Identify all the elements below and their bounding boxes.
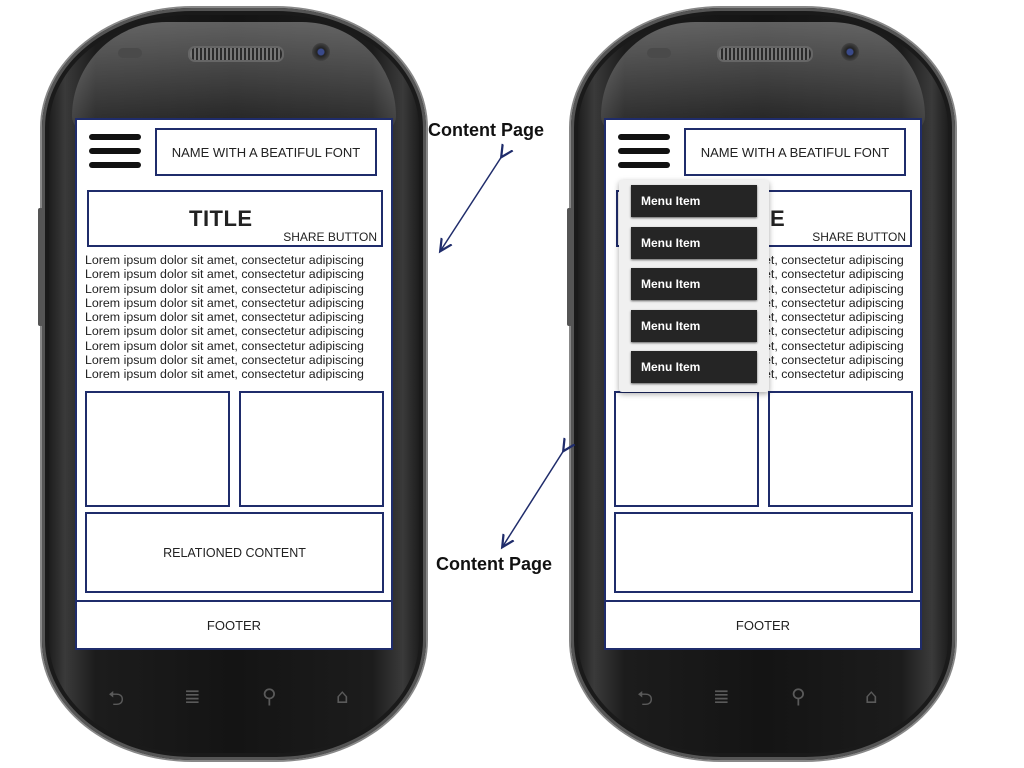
- menu-item[interactable]: Menu Item: [631, 185, 757, 217]
- footer: FOOTER: [77, 600, 391, 648]
- back-icon[interactable]: ⮌: [637, 686, 654, 710]
- page-title: TITLE: [189, 206, 253, 231]
- arrow-bottom: [503, 450, 564, 546]
- image-placeholder-right[interactable]: [768, 391, 913, 507]
- app-name-box: NAME WITH A BEATIFUL FONT: [684, 128, 906, 176]
- body-text-line: Lorem ipsum dolor sit amet, consectetur …: [85, 281, 364, 296]
- body-text-line: Lorem ipsum dolor sit amet, consectetur …: [85, 338, 364, 353]
- body-text-line: et, consectetur adipiscing: [764, 281, 904, 296]
- volume-key[interactable]: [567, 208, 572, 326]
- home-icon[interactable]: ⌂: [865, 684, 878, 708]
- menu-icon[interactable]: ≣: [184, 684, 201, 708]
- phone-gloss: [72, 22, 396, 132]
- body-text-line: et, consectetur adipiscing: [764, 353, 904, 368]
- phone-nav-bar: ⮌ ≣ ⚲ ⌂: [42, 684, 426, 710]
- related-content-box[interactable]: [614, 512, 913, 593]
- image-placeholder-right[interactable]: [239, 391, 384, 507]
- body-text-line: Lorem ipsum dolor sit amet, consectetur …: [85, 353, 364, 368]
- image-placeholder-left[interactable]: [614, 391, 759, 507]
- app-name-box: NAME WITH A BEATIFUL FONT: [155, 128, 377, 176]
- body-text: et, consectetur adipiscing et, consectet…: [764, 253, 914, 382]
- dropdown-menu: Menu Item Menu Item Menu Item Menu Item …: [619, 180, 769, 392]
- page-title: E: [770, 206, 786, 231]
- hamburger-icon[interactable]: [89, 134, 141, 174]
- phone-gloss: [601, 22, 925, 132]
- related-content-box[interactable]: RELATIONED CONTENT: [85, 512, 384, 593]
- body-text-line: Lorem ipsum dolor sit amet, consectetur …: [85, 367, 364, 382]
- body-text-line: et, consectetur adipiscing: [764, 310, 904, 325]
- arrow-top: [441, 156, 502, 250]
- right-phone: NAME WITH A BEATIFUL FONT E SHARE BUTTON…: [567, 8, 955, 760]
- body-text-line: et, consectetur adipiscing: [764, 324, 904, 339]
- annotation-bottom-label: Content Page: [436, 554, 553, 574]
- body-text-line: Lorem ipsum dolor sit amet, consectetur …: [85, 295, 364, 310]
- front-camera-icon: [841, 43, 859, 61]
- content-page-screen: NAME WITH A BEATIFUL FONT TITLE SHARE BU…: [75, 118, 393, 650]
- front-camera-icon: [312, 43, 330, 61]
- menu-item[interactable]: Menu Item: [631, 310, 757, 342]
- body-text-line: et, consectetur adipiscing: [764, 295, 904, 310]
- volume-key[interactable]: [38, 208, 43, 326]
- proximity-sensor: [118, 48, 142, 58]
- earpiece-speaker: [717, 46, 813, 62]
- search-icon[interactable]: ⚲: [791, 684, 806, 708]
- home-icon[interactable]: ⌂: [336, 684, 349, 708]
- body-text-line: Lorem ipsum dolor sit amet, consectetur …: [85, 253, 364, 267]
- left-phone: NAME WITH A BEATIFUL FONT TITLE SHARE BU…: [38, 8, 426, 760]
- back-icon[interactable]: ⮌: [108, 686, 125, 710]
- content-page-screen-menu-open: NAME WITH A BEATIFUL FONT E SHARE BUTTON…: [604, 118, 922, 650]
- body-text-line: et, consectetur adipiscing: [764, 367, 904, 382]
- earpiece-speaker: [188, 46, 284, 62]
- share-button[interactable]: SHARE BUTTON: [283, 230, 377, 244]
- hamburger-icon[interactable]: [618, 134, 670, 174]
- body-text-line: Lorem ipsum dolor sit amet, consectetur …: [85, 267, 364, 282]
- menu-item[interactable]: Menu Item: [631, 227, 757, 259]
- body-text: Lorem ipsum dolor sit amet, consectetur …: [85, 253, 385, 382]
- phone-nav-bar: ⮌ ≣ ⚲ ⌂: [571, 684, 955, 710]
- footer: FOOTER: [606, 600, 920, 648]
- body-text-line: Lorem ipsum dolor sit amet, consectetur …: [85, 310, 364, 325]
- body-text-line: et, consectetur adipiscing: [764, 267, 904, 282]
- proximity-sensor: [647, 48, 671, 58]
- body-text-line: et, consectetur adipiscing: [764, 338, 904, 353]
- search-icon[interactable]: ⚲: [262, 684, 277, 708]
- body-text-line: et, consectetur adipiscing: [764, 253, 904, 267]
- menu-icon[interactable]: ≣: [713, 684, 730, 708]
- share-button[interactable]: SHARE BUTTON: [812, 230, 906, 244]
- body-text-line: Lorem ipsum dolor sit amet, consectetur …: [85, 324, 364, 339]
- menu-item[interactable]: Menu Item: [631, 268, 757, 300]
- annotation-top-label: Content Page: [428, 120, 545, 140]
- image-placeholder-left[interactable]: [85, 391, 230, 507]
- menu-item[interactable]: Menu Item: [631, 351, 757, 383]
- title-box: TITLE SHARE BUTTON: [87, 190, 383, 247]
